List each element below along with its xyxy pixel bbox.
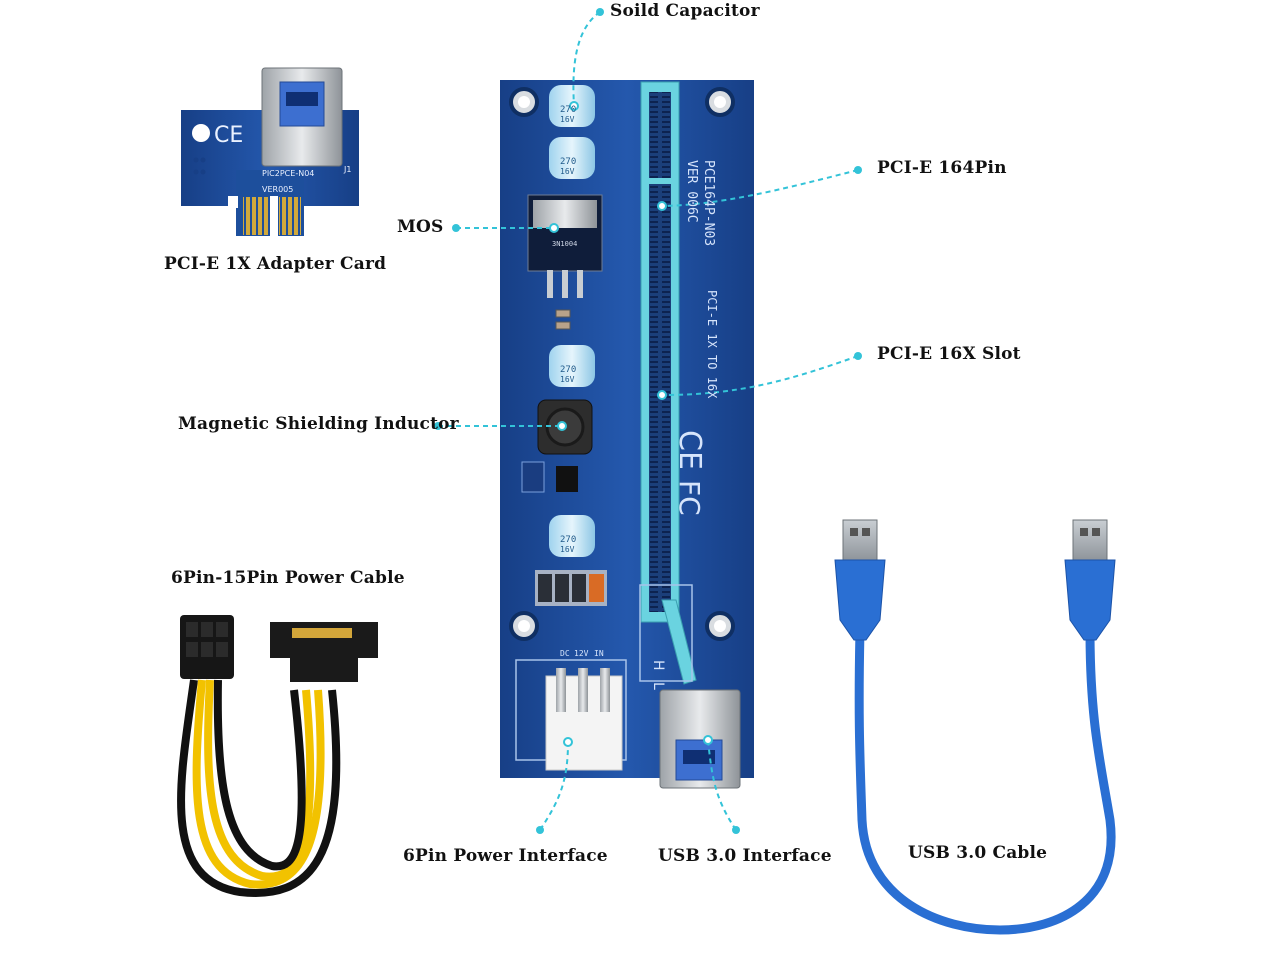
ic-chip [556,466,578,492]
cap-volt: 16V [560,545,575,554]
board-silkscreen: PCE164P-N03 VER 006C PCI-E 1X TO 16X CE … [552,160,719,690]
board-model-text: PCE164P-N03 [701,160,716,246]
mos-transistor [527,194,603,298]
6pin-power-connector [515,659,627,771]
pcie-slot-pins [649,92,671,612]
cap-volt: 16V [560,167,575,176]
cap-volt: 16V [560,115,575,124]
adapter-gold-pins-short [243,197,269,235]
adapter-key-notch [270,196,278,236]
label-magnetic-inductor: Magnetic Shielding Inductor [178,414,459,434]
slot-latch [661,599,697,685]
power-cable [177,615,378,897]
label-pcie-16x-slot: PCI-E 16X Slot [877,344,1021,364]
solid-capacitor-2 [549,137,595,179]
adapter-j1-text: J1 [343,165,351,174]
ce-mark: CE [672,430,707,470]
adapter-version-text: VER005 [262,185,293,194]
board-version-text: VER 006C [684,160,699,223]
adapter-usb-slot [286,92,318,106]
usb-3-cable [834,519,1116,935]
label-mos: MOS [397,217,444,237]
leader-lines [438,11,859,831]
label-usb-cable: USB 3.0 Cable [908,843,1048,863]
adapter-silkscreen: PIC2PCE-N04 VER005 J1 CE [214,123,351,194]
adapter-mount-hole [192,124,210,142]
fc-mark: FC [673,480,706,516]
board-desc-text: PCI-E 1X TO 16X [705,290,719,399]
dc-label: DC [560,649,570,658]
cap-value: 270 [560,535,576,545]
label-power-cable: 6Pin-15Pin Power Cable [171,568,405,588]
adapter-model-text: PIC2PCE-N04 [262,169,314,178]
usb-plug-left [834,519,886,641]
cap-volt: 16V [560,375,575,384]
leader-dots [434,8,862,834]
leader-usb-interface [707,739,737,831]
12v-label: 12V [574,649,589,658]
h-label: H [650,660,666,671]
adapter-gold-pins-long [279,197,301,235]
l-label: L [650,682,666,690]
adapter-ce-mark: CE [214,123,243,148]
leader-pcie-164pin [661,169,859,207]
usb-3-port [659,689,741,789]
cap-value: 270 [560,157,576,167]
mos-code: 3N1004 [552,240,577,248]
sata-15pin-plug [270,622,378,682]
adapter-notch [228,196,238,208]
label-power-interface: 6Pin Power Interface [403,846,608,866]
leader-pcie-16x [661,355,859,396]
cap-value: 270 [560,365,576,375]
6pin-plug [180,615,234,679]
in-label: IN [594,649,604,658]
cap-markings: 270 16V 270 16V 270 16V 270 16V [560,105,576,554]
label-usb-interface: USB 3.0 Interface [658,846,832,866]
solid-capacitor-3 [549,345,595,387]
label-pcie-164pin: PCI-E 164Pin [877,158,1007,178]
leader-power-interface [539,741,569,831]
resistor-array [535,570,607,606]
usb-plug-right [1064,519,1116,641]
label-solid-capacitor: Soild Capacitor [610,1,760,21]
leader-solid-capacitor [572,11,601,107]
label-adapter-card: PCI-E 1X Adapter Card [164,254,387,274]
riser-board [500,80,754,789]
adapter-card [181,67,359,236]
cap-value: 270 [560,105,576,115]
solid-capacitor-4 [549,515,595,557]
